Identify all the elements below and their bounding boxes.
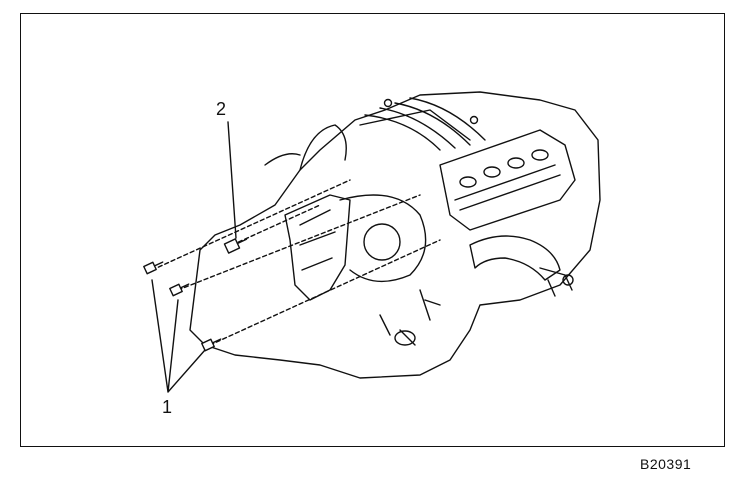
oil-filter (394, 330, 416, 346)
cam-cap (507, 157, 525, 169)
bolt-part-1 (169, 283, 190, 297)
bolt-part-2 (223, 238, 248, 254)
intake-runners (359, 97, 486, 151)
bolt-part-1 (201, 338, 222, 352)
transmission-bracket (284, 194, 351, 301)
figure-id: B20391 (640, 456, 692, 472)
exhaust-pipe (469, 235, 561, 281)
cam-cap (459, 176, 477, 188)
timing-cover (339, 194, 427, 283)
callout-part-1: 1 (162, 397, 173, 417)
engine-block-outline (189, 91, 601, 379)
cam-cap (483, 166, 501, 178)
bolt-head (383, 98, 393, 108)
valve-cover (439, 129, 576, 231)
dashed-leader (151, 179, 441, 346)
leader-line-1 (151, 279, 206, 393)
bolt-part-1 (143, 261, 164, 275)
sensor-plug (562, 274, 574, 286)
diagram-frame (20, 13, 725, 447)
cam-cap (531, 149, 549, 161)
crank-pulley (363, 223, 401, 261)
leader-line-2 (227, 121, 237, 239)
callout-part-2: 2 (216, 99, 227, 119)
bolt-head (469, 115, 479, 125)
